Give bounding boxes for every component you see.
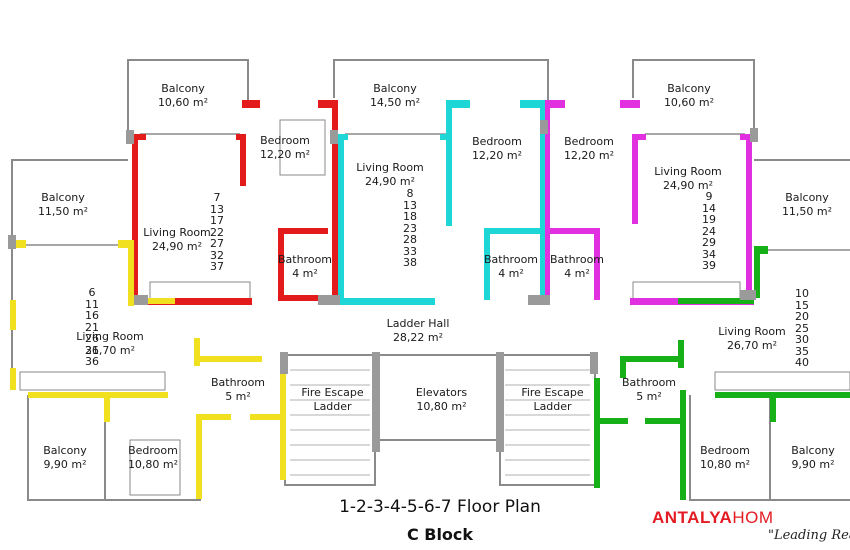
brand-slogan: "Leading Real bbox=[768, 528, 850, 543]
balcony-outline-cyan bbox=[333, 59, 549, 100]
balcony-outline-red bbox=[127, 59, 249, 130]
block-title: C Block bbox=[406, 525, 474, 544]
floor-plan-title: 1-2-3-4-5-6-7 Floor Plan bbox=[339, 497, 541, 517]
brand-logo: ANTALYAHOM bbox=[652, 508, 774, 527]
balcony-outline-left bbox=[11, 159, 128, 245]
balcony-outline-magenta bbox=[632, 59, 755, 132]
